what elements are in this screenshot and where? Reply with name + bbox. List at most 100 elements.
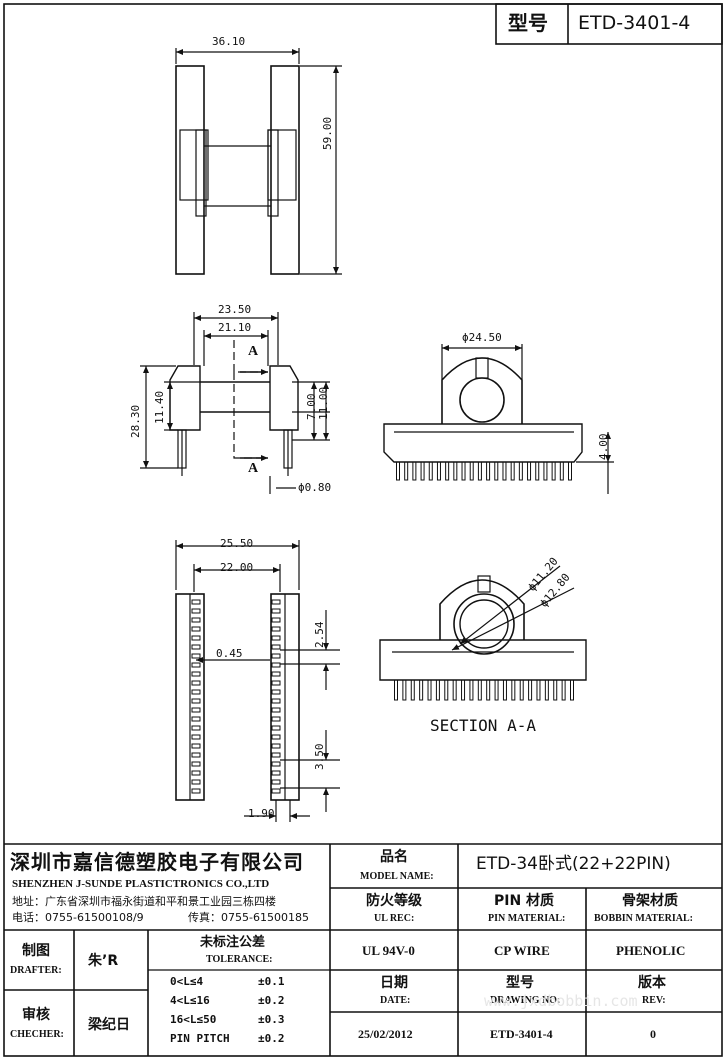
top-view (175, 48, 342, 275)
dim-bottom-height: 3.50 (313, 743, 326, 771)
pin (271, 725, 281, 731)
side-view (383, 344, 614, 494)
pin (419, 679, 424, 701)
pin (527, 461, 532, 481)
pin (191, 734, 201, 740)
pin (486, 461, 491, 481)
pin-material-value: CP WIRE (494, 943, 550, 958)
pin (435, 679, 440, 701)
pin (191, 761, 201, 767)
pin (191, 689, 201, 695)
tolerance-value: ±0.3 (258, 1013, 285, 1026)
title-block-grid (4, 843, 722, 1056)
bottom-view (175, 540, 340, 822)
drafter-value: 朱’R (88, 953, 119, 969)
rev-value: 0 (650, 1027, 656, 1041)
pin (461, 461, 466, 481)
pin (191, 680, 201, 686)
pin (570, 679, 574, 701)
tolerance-range: 0<L≤4 (170, 975, 204, 988)
pin (191, 626, 201, 632)
tolerance-label-cn: 未标注公差 (200, 935, 266, 950)
pin (444, 679, 449, 701)
pin (477, 461, 482, 481)
pin (553, 679, 558, 701)
ul-value: UL 94V-0 (362, 943, 415, 958)
pin (191, 644, 201, 650)
bobbin-material-label-en: BOBBIN MATERIAL: (594, 913, 693, 924)
dim-bottom-width-inner: 22.00 (220, 561, 254, 574)
pin (453, 461, 458, 481)
pin (394, 679, 398, 701)
watermark: www.jxdbobbin.com (484, 992, 638, 1010)
pin (271, 617, 281, 623)
pin-material-label-en: PIN MATERIAL: (488, 913, 566, 924)
pin (559, 461, 564, 481)
dim-side-diameter: ϕ24.50 (462, 331, 502, 344)
dim-top-height: 59.00 (321, 116, 334, 150)
pin (510, 461, 515, 481)
tolerance-range: 4<L≤16 (170, 994, 210, 1007)
pin (271, 644, 281, 650)
date-label-en: DATE: (380, 995, 411, 1006)
model-name-label-cn: 品名 (380, 849, 408, 865)
pin (494, 679, 499, 701)
tolerance-range: PIN PITCH (170, 1032, 230, 1045)
rev-label-cn: 版本 (638, 975, 666, 991)
model-number: ETD-3401-4 (578, 12, 691, 34)
pin (191, 653, 201, 659)
section-title: SECTION A-A (430, 716, 536, 735)
tolerance-label-en: TOLERANCE: (206, 954, 273, 965)
dim-bottom-pitch: 2.54 (313, 621, 326, 649)
pin (461, 679, 466, 701)
dim-front-width-outer: 23.50 (218, 303, 252, 316)
pin (271, 599, 281, 605)
pin (191, 788, 201, 794)
pin (271, 734, 281, 740)
pin (494, 461, 499, 481)
pin (191, 725, 201, 731)
pin (271, 707, 281, 713)
company-address: 地址：广东省深圳市福永街道和平和景工业园三栋四楼 (12, 895, 276, 908)
tolerance-value: ±0.2 (258, 1032, 285, 1045)
checker-label-cn: 审核 (22, 1007, 50, 1023)
drafter-label-cn: 制图 (22, 943, 50, 959)
pin (511, 679, 516, 701)
pin (486, 679, 491, 701)
tolerance-value: ±0.2 (258, 994, 285, 1007)
tolerance-value: ±0.1 (258, 975, 285, 988)
pin (271, 698, 281, 704)
pin (402, 679, 407, 701)
pin (271, 662, 281, 668)
pin (271, 752, 281, 758)
company-fax: 传真：0755-61500185 (188, 911, 309, 924)
rev-label-en: REV: (642, 995, 666, 1006)
section-arrow-top: A (248, 344, 259, 359)
company-phone: 电话：0755-61500108/9 (12, 911, 144, 924)
ul-label-cn: 防火等级 (366, 893, 422, 909)
pin (452, 679, 457, 701)
pin (420, 461, 425, 481)
pin (428, 461, 433, 481)
pin-material-label-cn: PIN 材质 (494, 893, 555, 909)
pin (271, 716, 281, 722)
pin (519, 679, 524, 701)
pin (536, 679, 541, 701)
section-arrow-bottom: A (248, 461, 259, 476)
dim-front-height-c: 11.00 (317, 386, 330, 420)
section-a-a (379, 565, 587, 681)
pin (436, 461, 441, 481)
pin (469, 461, 474, 481)
drawing-no-value: ETD-3401-4 (490, 1027, 553, 1041)
checker-value: 梁纪日 (88, 1017, 130, 1033)
dim-front-height-b: 7.00 (305, 393, 318, 421)
pin (271, 626, 281, 632)
pin (191, 752, 201, 758)
pin (561, 679, 566, 701)
pin (191, 770, 201, 776)
pin (191, 635, 201, 641)
pin (191, 698, 201, 704)
dim-bottom-width-outer: 25.50 (220, 537, 254, 550)
ul-label-en: UL REC: (374, 913, 415, 924)
